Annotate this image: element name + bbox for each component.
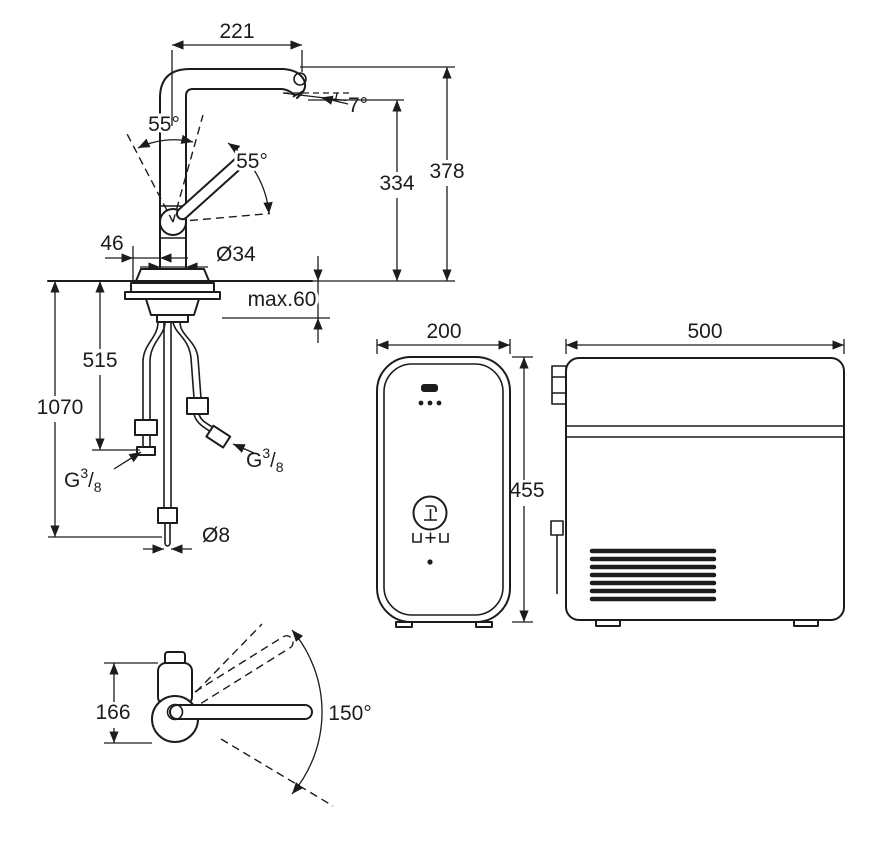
display-icon <box>421 384 438 392</box>
faucet-top-view: 150° 166 <box>95 623 372 807</box>
dim-label-height-total: 378 <box>429 160 464 183</box>
cooler-front-foot-left <box>395 621 413 628</box>
dim-topview-depth: 166 <box>95 662 158 744</box>
dim-counter-thickness: max.60 <box>222 256 330 343</box>
dim-label-hose-short: 515 <box>82 349 117 372</box>
thread-label-right: G3/8 <box>232 443 284 475</box>
vent-grille-icon <box>589 548 717 602</box>
thread-numerator: 3 <box>80 465 88 481</box>
dim-height-total: 378 <box>300 66 465 281</box>
dim-label-hose-diameter: Ø8 <box>202 524 230 547</box>
dispense-button-icon <box>412 495 448 531</box>
dim-label-shank-diameter: Ø34 <box>216 243 256 266</box>
dim-cooler-depth: 500 <box>565 320 845 354</box>
dim-cooler-width: 200 <box>376 320 511 354</box>
dim-label-handle-angle-right: 55° <box>236 150 268 173</box>
dim-base-offset: 46 <box>100 232 188 283</box>
thread-denominator: 8 <box>94 479 102 495</box>
cooler-front-panel <box>383 363 504 616</box>
filter-hose-connector <box>157 507 178 524</box>
thread-denominator: 8 <box>276 459 284 475</box>
wall-bracket-icon <box>551 365 567 405</box>
right-thread-fitting <box>205 424 232 449</box>
dim-hose-long: 1070 <box>37 281 162 538</box>
thread-letter: G <box>246 449 262 472</box>
escutcheon <box>135 268 210 282</box>
dim-label-spout-reach: 221 <box>219 20 254 43</box>
dim-hose-short: 515 <box>82 281 140 451</box>
dim-shank-diameter: Ø34 <box>140 240 259 272</box>
left-check-valve <box>134 419 158 436</box>
dim-label-swivel-angle: 150° <box>328 702 371 725</box>
thread-letter: G <box>64 469 80 492</box>
thread-numerator: 3 <box>262 445 270 461</box>
faucet-front-view: 55° 55° 7° 221 334 <box>37 20 465 554</box>
supply-hoses <box>134 321 232 547</box>
dim-spout-reach: 221 <box>171 20 303 126</box>
thread-spec-left: G3/8 <box>64 465 102 495</box>
mounting-nut <box>145 298 200 316</box>
mounting-washer <box>124 291 221 300</box>
cooler-front-outline <box>376 356 511 623</box>
spout-tip-joint <box>293 72 307 86</box>
dim-label-cooler-height: 455 <box>509 479 544 502</box>
dim-height-outlet: 334 <box>308 99 415 281</box>
dim-label-topview-depth: 166 <box>95 701 130 724</box>
dim-cooler-height: 455 <box>509 356 545 623</box>
dim-label-spout-angle: 7° <box>348 94 368 117</box>
faucet-glyph-icon <box>424 505 437 521</box>
plus-sign-label: + <box>424 527 436 550</box>
lever-handle <box>159 157 245 236</box>
mounting-plate <box>130 282 215 293</box>
dim-label-hose-long: 1070 <box>37 396 84 419</box>
dim-label-cooler-width: 200 <box>426 320 461 343</box>
dim-label-handle-angle-left: 55° <box>148 113 180 136</box>
dim-spout-angle: 7° <box>282 91 371 120</box>
shank-end <box>156 314 189 323</box>
faucet-outline <box>159 68 307 282</box>
dim-label-height-outlet: 334 <box>379 172 414 195</box>
dim-label-base-offset: 46 <box>100 232 123 255</box>
cooler-side-view: 500 <box>550 320 845 627</box>
thread-slash: / <box>88 470 94 492</box>
thread-label-left: G3/8 <box>64 451 142 495</box>
cooler-side-foot-right <box>793 619 819 627</box>
dim-label-cooler-depth: 500 <box>687 320 722 343</box>
power-dot-icon <box>427 559 433 565</box>
cooler-side-foot-left <box>595 619 621 627</box>
cooler-front-view: + 200 455 <box>376 320 545 628</box>
cooler-side-outline <box>565 357 845 621</box>
swivel-arc: 150° <box>291 629 372 795</box>
swivel-joint <box>166 703 184 721</box>
dim-label-counter-thickness: max.60 <box>248 288 317 311</box>
left-thread-fitting <box>136 446 156 456</box>
mounting-hardware <box>124 268 221 323</box>
thread-spec-right: G3/8 <box>246 445 284 475</box>
cups-icon: + <box>412 527 449 550</box>
cooler-front-foot-right <box>475 621 493 628</box>
spout-top-view <box>169 704 313 720</box>
power-cable-icon <box>550 520 564 594</box>
right-check-valve <box>186 397 209 415</box>
lever-position-dashed-lines: 55° 55° <box>124 110 273 223</box>
thread-slash: / <box>270 450 276 472</box>
dim-hose-diameter: Ø8 <box>143 524 230 554</box>
led-dots-icon <box>418 400 442 406</box>
top-view-body <box>151 651 313 743</box>
